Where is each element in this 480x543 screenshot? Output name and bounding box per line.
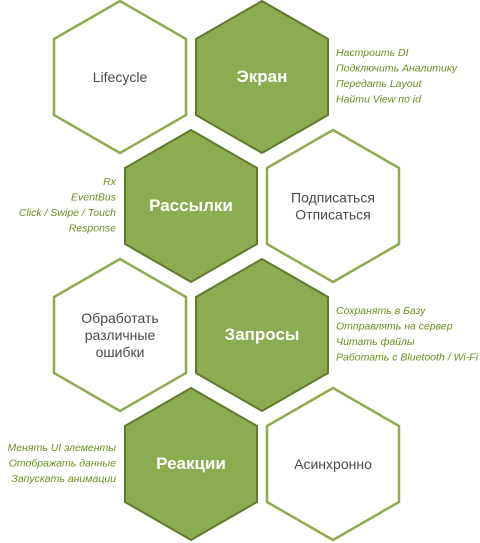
hexagon-shape-reaktsii: [124, 386, 258, 542]
hexagon-label-obrabotat: ошибки: [96, 344, 145, 360]
hexagon-shape-rassylki: [124, 128, 258, 284]
note-line: Подключить Аналитику: [336, 63, 458, 75]
note-line: Response: [69, 223, 116, 235]
hexagon-label-podpisatsya: Подписаться: [291, 190, 375, 206]
note-line: Отображать данные: [9, 458, 116, 470]
note-line: Click / Swipe / Touch: [19, 207, 116, 219]
hexagon-label-zaprosy: Запросы: [225, 325, 300, 344]
hexagon-shape-zaprosy: [195, 257, 329, 413]
hexagon-asinkhronno: Асинхронно: [265, 386, 401, 542]
hexagon-ekran: Экран: [195, 0, 329, 155]
hexagon-label-lifecycle: Lifecycle: [93, 69, 148, 85]
note-line: Работать с Bluetooth / Wi-Fi: [336, 352, 479, 364]
hexagon-shape-podpisatsya: [265, 128, 401, 284]
note-line: Rx: [103, 176, 117, 188]
note-line: Найти View по id: [336, 94, 422, 106]
hexagon-label-reaktsii: Реакции: [156, 454, 226, 473]
hexagon-label-obrabotat: различные: [85, 327, 156, 343]
hexagon-label-podpisatsya: Отписаться: [295, 207, 370, 223]
note-line: Сохранять в Базу: [336, 305, 426, 317]
note-line: Менять UI элементы: [8, 442, 117, 454]
hexagon-reaktsii: Реакции: [124, 386, 258, 542]
hexagon-label-rassylki: Рассылки: [149, 196, 233, 215]
hexagon-shape-obrabotat: [52, 257, 188, 413]
note-group-ekran-notes: Настроить DI Подключить АналитикуПередать…: [336, 47, 458, 106]
hexagon-shape-asinkhronno: [265, 386, 401, 542]
hexagon-shape-ekran: [195, 0, 329, 155]
hexagon-rassylki: Рассылки: [124, 128, 258, 284]
hexagon-label-obrabotat: Обработать: [81, 310, 158, 326]
note-line: Передать Layout: [336, 78, 422, 90]
note-line: Запускать анимации: [11, 473, 116, 485]
note-line: EventBus: [71, 192, 117, 204]
note-line: Настроить DI: [336, 47, 409, 59]
hexagon-label-ekran: Экран: [237, 67, 288, 86]
note-line: Читать файлы: [336, 336, 415, 348]
hexagon-zaprosy: Запросы: [195, 257, 329, 413]
hexagon-label-asinkhronno: Асинхронно: [294, 456, 372, 472]
note-line: Отправлять на сервер: [336, 321, 453, 333]
hexagon-shape-lifecycle: [52, 0, 188, 155]
hexagon-lifecycle: Lifecycle: [52, 0, 188, 155]
